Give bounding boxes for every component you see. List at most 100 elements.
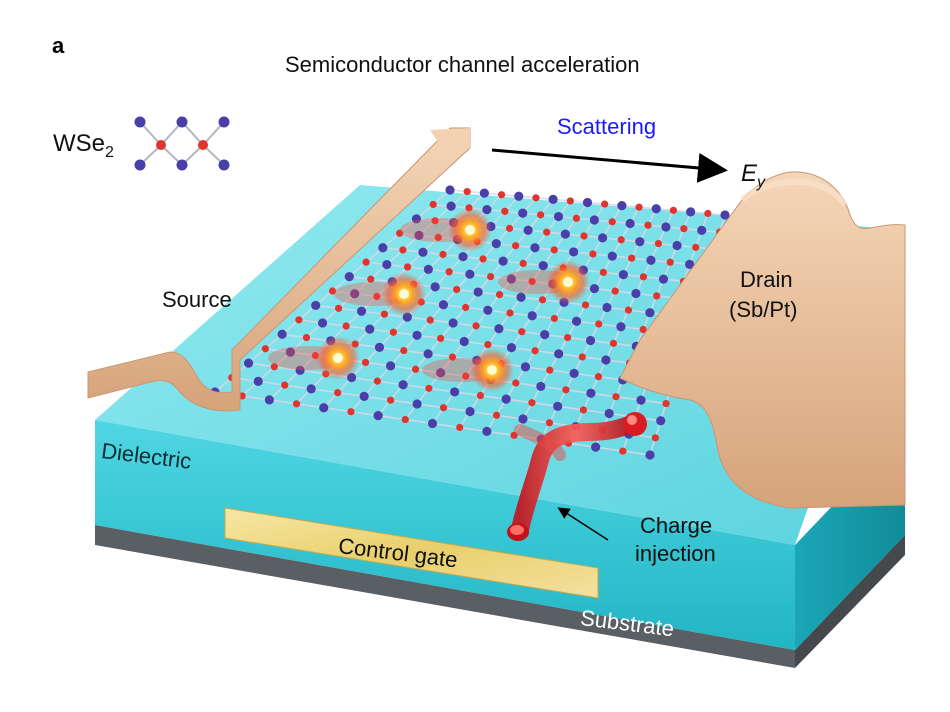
- tungsten-atom: [617, 236, 625, 244]
- tungsten-atom: [431, 217, 439, 225]
- tungsten-atom: [581, 301, 590, 309]
- tungsten-atom: [334, 389, 342, 397]
- tungsten-atom: [666, 258, 674, 266]
- selenium-atom: [536, 381, 546, 392]
- selenium-atom: [317, 318, 328, 328]
- scattering-spark: [268, 336, 360, 380]
- selenium-atom: [344, 271, 354, 282]
- selenium-atom: [482, 205, 492, 215]
- selenium-atom: [295, 365, 305, 375]
- selenium-atom: [646, 255, 656, 265]
- selenium-atom: [430, 282, 440, 292]
- selenium-atom: [569, 368, 579, 378]
- tungsten-atom: [456, 423, 464, 432]
- tungsten-atom: [512, 379, 520, 387]
- selenium-atom: [540, 330, 550, 340]
- wse2-legend-structure: [134, 116, 230, 171]
- tungsten-atom: [578, 353, 586, 361]
- selenium-atom: [530, 243, 540, 253]
- selenium-atom: [374, 342, 385, 352]
- selenium-atom: [604, 408, 614, 419]
- selenium-atom: [658, 274, 669, 284]
- tungsten-atom: [342, 322, 350, 330]
- selenium-atom: [473, 287, 483, 297]
- tungsten-atom: [512, 242, 520, 250]
- selenium-atom: [523, 225, 533, 235]
- selenium-atom: [645, 450, 655, 460]
- tungsten-atom: [639, 325, 647, 334]
- tungsten-atom: [545, 419, 554, 427]
- tungsten-atom: [373, 377, 381, 385]
- selenium-atom: [319, 403, 329, 413]
- tungsten-atom: [387, 396, 395, 404]
- field-direction-arrow: [491, 148, 728, 183]
- tungsten-atom: [608, 218, 616, 226]
- selenium-atom: [597, 233, 608, 243]
- tungsten-atom: [439, 404, 448, 412]
- tungsten-atom: [589, 250, 597, 258]
- tungsten-atom: [462, 303, 470, 312]
- legend-selenium-atom: [218, 159, 230, 171]
- selenium-atom: [651, 204, 661, 214]
- tungsten-atom: [538, 296, 547, 304]
- selenium-atom: [527, 311, 537, 321]
- selenium-atom: [569, 247, 579, 257]
- tungsten-atom: [302, 333, 311, 342]
- selenium-atom: [373, 411, 383, 421]
- selenium-atom: [589, 284, 600, 294]
- tungsten-atom: [680, 225, 688, 233]
- selenium-atom: [635, 237, 645, 247]
- selenium-atom: [359, 391, 369, 402]
- tungsten-atom: [429, 200, 437, 209]
- tungsten-atom: [501, 207, 509, 215]
- selenium-atom: [582, 197, 593, 208]
- selenium-atom: [656, 416, 666, 426]
- tungsten-atom: [651, 434, 659, 442]
- scattering-spark: [422, 348, 514, 392]
- selenium-atom: [514, 191, 524, 201]
- selenium-atom: [501, 394, 511, 404]
- scattering-label: Scattering: [557, 114, 657, 139]
- selenium-atom: [720, 210, 730, 220]
- tungsten-atom: [484, 340, 492, 349]
- tungsten-atom: [505, 224, 514, 232]
- selenium-atom: [483, 305, 493, 315]
- drain-label: Drain: [740, 267, 793, 292]
- selenium-atom: [602, 302, 612, 313]
- selenium-atom: [412, 330, 422, 340]
- tungsten-atom: [335, 304, 343, 312]
- legend-tungsten-atom: [156, 140, 166, 150]
- selenium-atom: [631, 288, 641, 299]
- tungsten-atom: [476, 391, 485, 400]
- selenium-atom: [350, 289, 360, 299]
- tungsten-atom: [361, 358, 370, 367]
- selenium-atom: [277, 329, 287, 339]
- tungsten-atom: [543, 228, 551, 236]
- tungsten-atom: [434, 233, 442, 242]
- tungsten-atom: [579, 406, 588, 414]
- selenium-atom: [414, 230, 424, 240]
- selenium-atom: [589, 215, 599, 225]
- tungsten-atom: [580, 232, 588, 240]
- tungsten-atom: [328, 287, 337, 295]
- selenium-atom: [427, 418, 438, 429]
- material-subscript: 2: [105, 143, 114, 161]
- tungsten-atom: [445, 268, 453, 276]
- tungsten-atom: [704, 209, 712, 218]
- tungsten-atom: [399, 246, 407, 254]
- tungsten-atom: [669, 206, 678, 214]
- selenium-atom: [494, 324, 504, 334]
- selenium-atom: [423, 264, 433, 274]
- tungsten-atom: [639, 273, 648, 281]
- tungsten-atom: [653, 292, 661, 300]
- selenium-atom: [548, 194, 558, 204]
- field-symbol: E: [741, 160, 758, 187]
- tungsten-atom: [403, 263, 412, 271]
- selenium-atom: [554, 349, 564, 359]
- selenium-atom: [311, 300, 321, 311]
- tungsten-atom: [599, 268, 607, 276]
- tungsten-atom: [550, 246, 558, 254]
- tungsten-atom: [380, 310, 389, 318]
- selenium-atom: [553, 401, 563, 411]
- tungsten-atom: [400, 346, 408, 355]
